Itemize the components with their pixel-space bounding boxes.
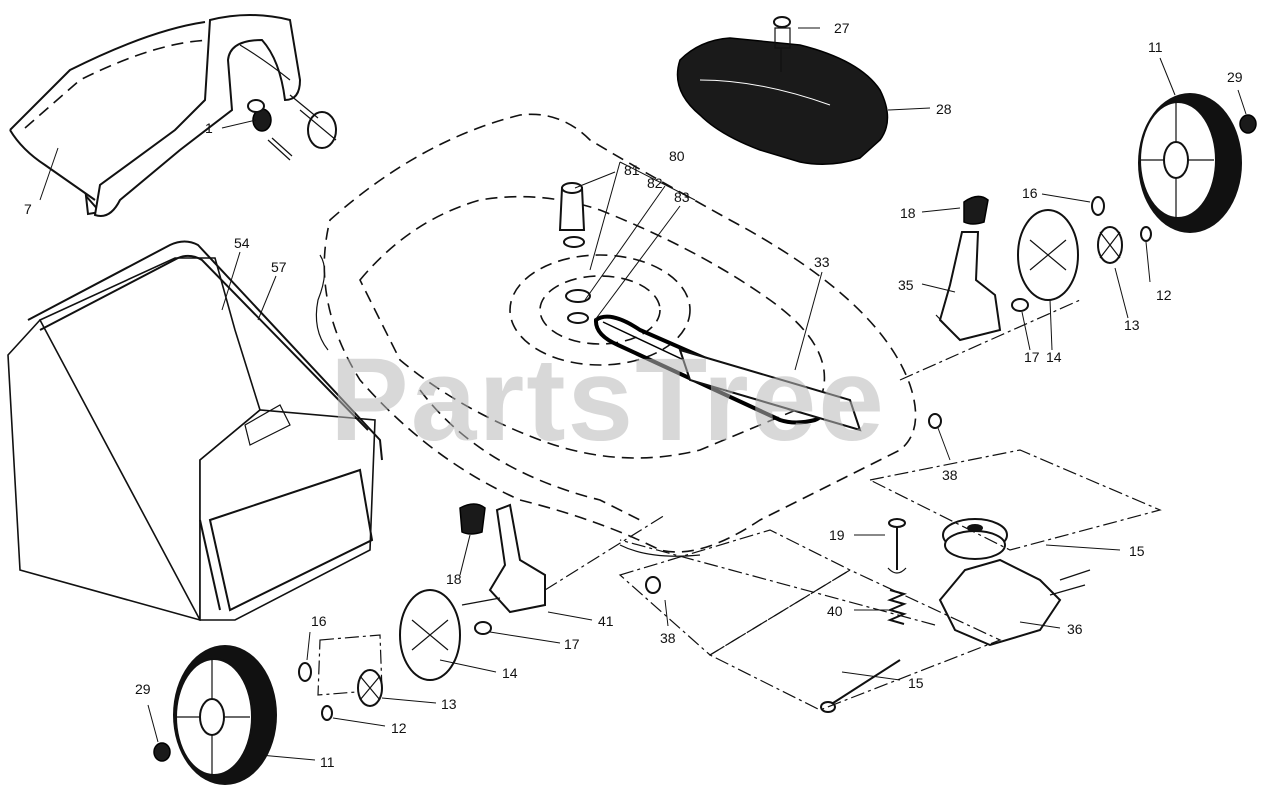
label-part-19: 19 [829, 527, 845, 543]
label-part-29-top: 29 [1227, 69, 1243, 85]
drive-belt [593, 314, 862, 432]
label-part-41: 41 [598, 613, 614, 629]
label-part-80: 80 [669, 148, 685, 164]
label-part-14-top: 14 [1046, 349, 1062, 365]
watermark: PartsTree [330, 334, 886, 466]
label-part-81: 81 [624, 162, 640, 178]
label-part-40: 40 [827, 603, 843, 619]
label-part-18-bottom: 18 [446, 571, 462, 587]
label-part-13-top: 13 [1124, 317, 1140, 333]
pin-and-spring [887, 518, 907, 625]
label-part-28: 28 [936, 101, 952, 117]
transmission [619, 518, 1091, 713]
label-part-18-top: 18 [900, 205, 916, 221]
label-part-16-bottom: 16 [311, 613, 327, 629]
label-part-17-top: 17 [1024, 349, 1040, 365]
deck-fitting [558, 182, 591, 324]
label-part-15-top: 15 [1129, 543, 1145, 559]
label-part-57: 57 [271, 259, 287, 275]
label-part-12-bottom: 12 [391, 720, 407, 736]
label-part-14-bottom: 14 [502, 665, 518, 681]
rear-cover [676, 16, 889, 165]
mower-deck [315, 113, 917, 557]
label-part-11-top: 11 [1148, 39, 1163, 55]
right-wheel-hardware [1017, 196, 1152, 301]
leader-lines [39, 27, 1247, 761]
label-part-1: 1 [205, 120, 213, 136]
handle-knob [247, 99, 293, 161]
front-height-adjuster [459, 413, 942, 635]
label-part-83: 83 [674, 189, 690, 205]
label-part-16-top: 16 [1022, 185, 1038, 201]
label-part-11-bottom: 11 [320, 754, 335, 770]
label-part-38-right: 38 [942, 467, 958, 483]
wheel-top-right [1138, 93, 1257, 233]
left-wheel-hardware [298, 589, 461, 721]
label-part-36: 36 [1067, 621, 1083, 637]
label-part-27: 27 [834, 20, 850, 36]
label-part-15-bottom: 15 [908, 675, 924, 691]
wheel-bottom-left [153, 645, 277, 785]
rear-height-adjuster [899, 195, 1081, 381]
label-part-35: 35 [898, 277, 914, 293]
label-part-29-bottom: 29 [135, 681, 151, 697]
label-part-38-bottom: 38 [660, 630, 676, 646]
label-part-7: 7 [24, 201, 32, 217]
callout-boxes [317, 449, 1162, 711]
label-part-82: 82 [647, 175, 663, 191]
label-part-54: 54 [234, 235, 250, 251]
label-part-17-bottom: 17 [564, 636, 580, 652]
label-part-12-top: 12 [1156, 287, 1172, 303]
label-part-33: 33 [814, 254, 830, 270]
grass-bag [7, 240, 383, 622]
label-part-13-bottom: 13 [441, 696, 457, 712]
handle-assembly [9, 14, 337, 217]
part-labels: 1 7 27 28 11 29 16 18 35 12 13 14 17 80 … [24, 20, 1243, 770]
